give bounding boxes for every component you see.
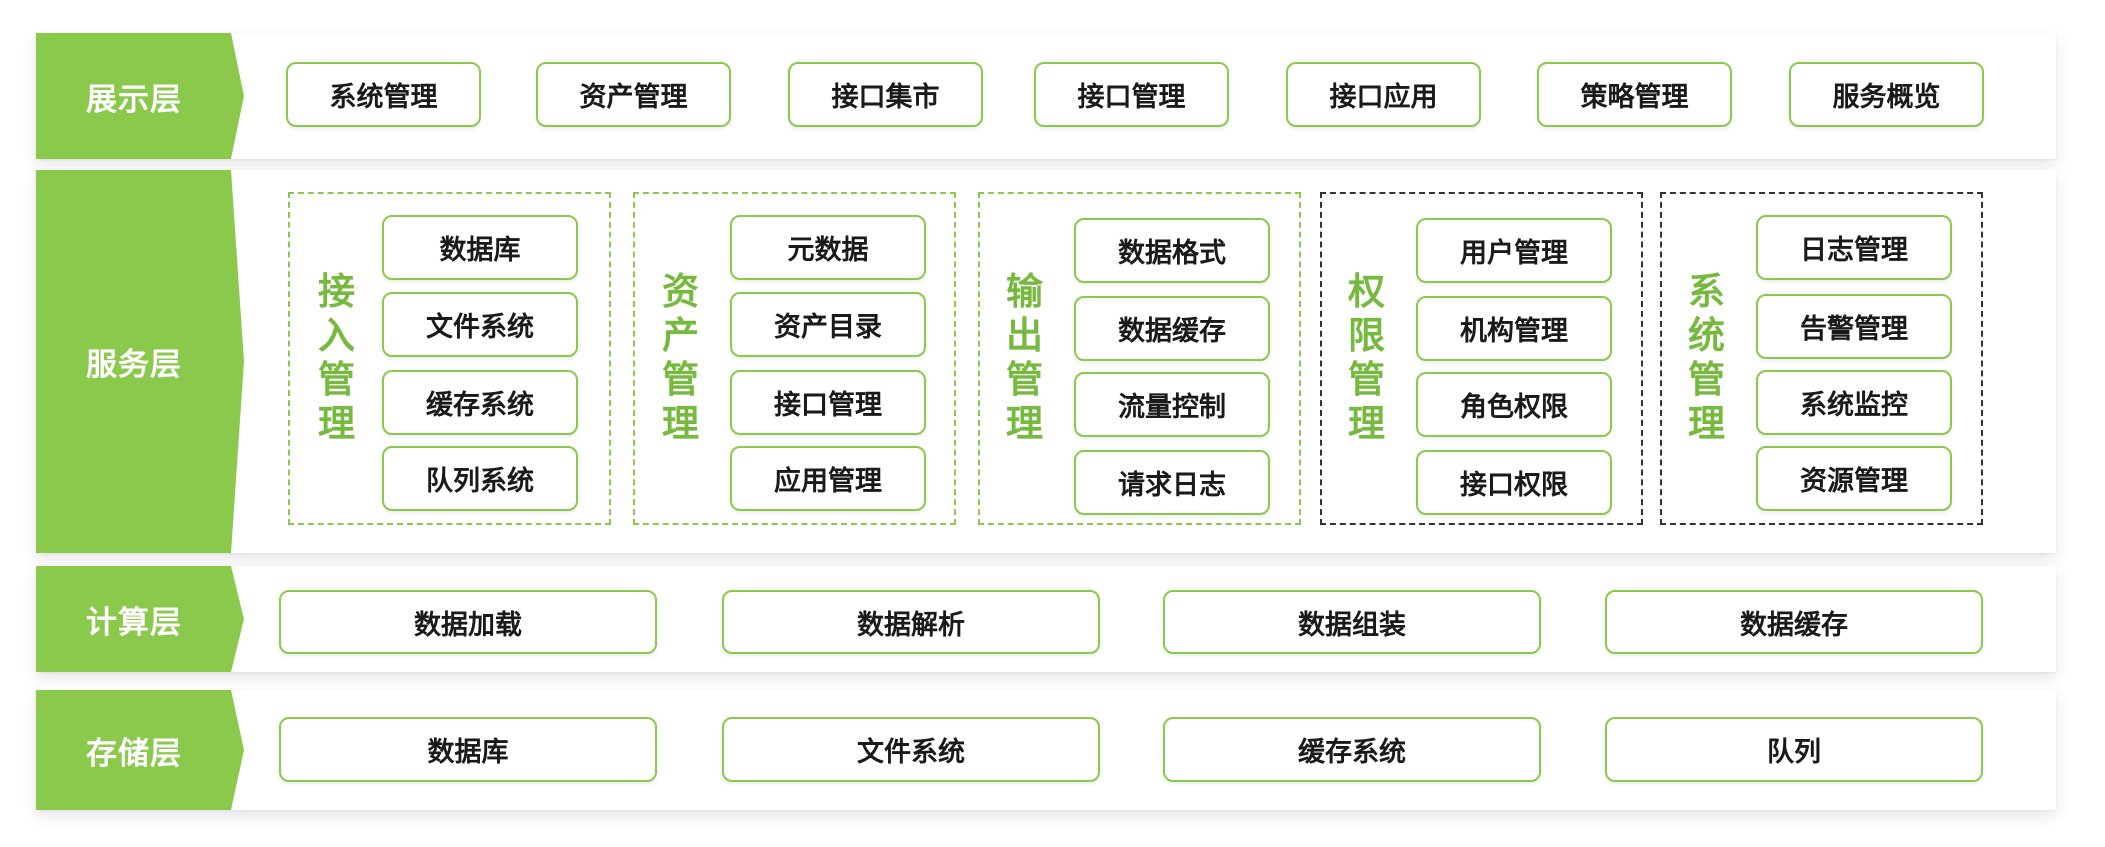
output-management-title: 输 出 管 理 (1006, 270, 1043, 445)
compute-item: 数据解析 (722, 590, 1100, 654)
asset-management-group (633, 192, 956, 525)
output-item: 流量控制 (1074, 372, 1270, 437)
storage-layer-label: 存储层 (36, 690, 244, 810)
asset-item: 元数据 (730, 215, 926, 280)
presentation-item: 接口集市 (788, 62, 983, 127)
presentation-item: 服务概览 (1789, 62, 1984, 127)
storage-item: 文件系统 (722, 717, 1100, 782)
asset-item: 应用管理 (730, 446, 926, 511)
compute-item: 数据组装 (1163, 590, 1541, 654)
asset-management-title: 资 产 管 理 (662, 270, 699, 445)
access-management-group (288, 192, 611, 525)
system-item: 资源管理 (1756, 446, 1952, 511)
permission-management-title: 权 限 管 理 (1348, 270, 1385, 445)
presentation-item: 资产管理 (536, 62, 731, 127)
system-management-title: 系 统 管 理 (1688, 270, 1725, 445)
asset-item: 接口管理 (730, 370, 926, 435)
compute-item: 数据缓存 (1605, 590, 1983, 654)
permission-item: 机构管理 (1416, 296, 1612, 361)
presentation-layer-label: 展示层 (36, 33, 244, 159)
access-item: 队列系统 (382, 446, 578, 511)
presentation-item: 接口应用 (1286, 62, 1481, 127)
access-item: 数据库 (382, 215, 578, 280)
presentation-item: 接口管理 (1034, 62, 1229, 127)
compute-layer-label: 计算层 (36, 566, 244, 672)
output-item: 请求日志 (1074, 450, 1270, 515)
permission-item: 角色权限 (1416, 372, 1612, 437)
presentation-item: 系统管理 (286, 62, 481, 127)
system-management-group (1660, 192, 1983, 525)
presentation-item: 策略管理 (1537, 62, 1732, 127)
output-item: 数据格式 (1074, 218, 1270, 283)
system-item: 日志管理 (1756, 215, 1952, 280)
storage-item: 队列 (1605, 717, 1983, 782)
system-item: 系统监控 (1756, 370, 1952, 435)
permission-item: 用户管理 (1416, 218, 1612, 283)
storage-item: 数据库 (279, 717, 657, 782)
access-item: 缓存系统 (382, 370, 578, 435)
service-layer: 服务层 (36, 170, 2056, 553)
access-item: 文件系统 (382, 292, 578, 357)
access-management-title: 接 入 管 理 (318, 270, 355, 445)
permission-item: 接口权限 (1416, 450, 1612, 515)
compute-item: 数据加载 (279, 590, 657, 654)
asset-item: 资产目录 (730, 292, 926, 357)
permission-management-group (1320, 192, 1643, 525)
output-management-group (978, 192, 1301, 525)
storage-item: 缓存系统 (1163, 717, 1541, 782)
output-item: 数据缓存 (1074, 296, 1270, 361)
system-item: 告警管理 (1756, 294, 1952, 359)
service-layer-label: 服务层 (36, 170, 244, 553)
